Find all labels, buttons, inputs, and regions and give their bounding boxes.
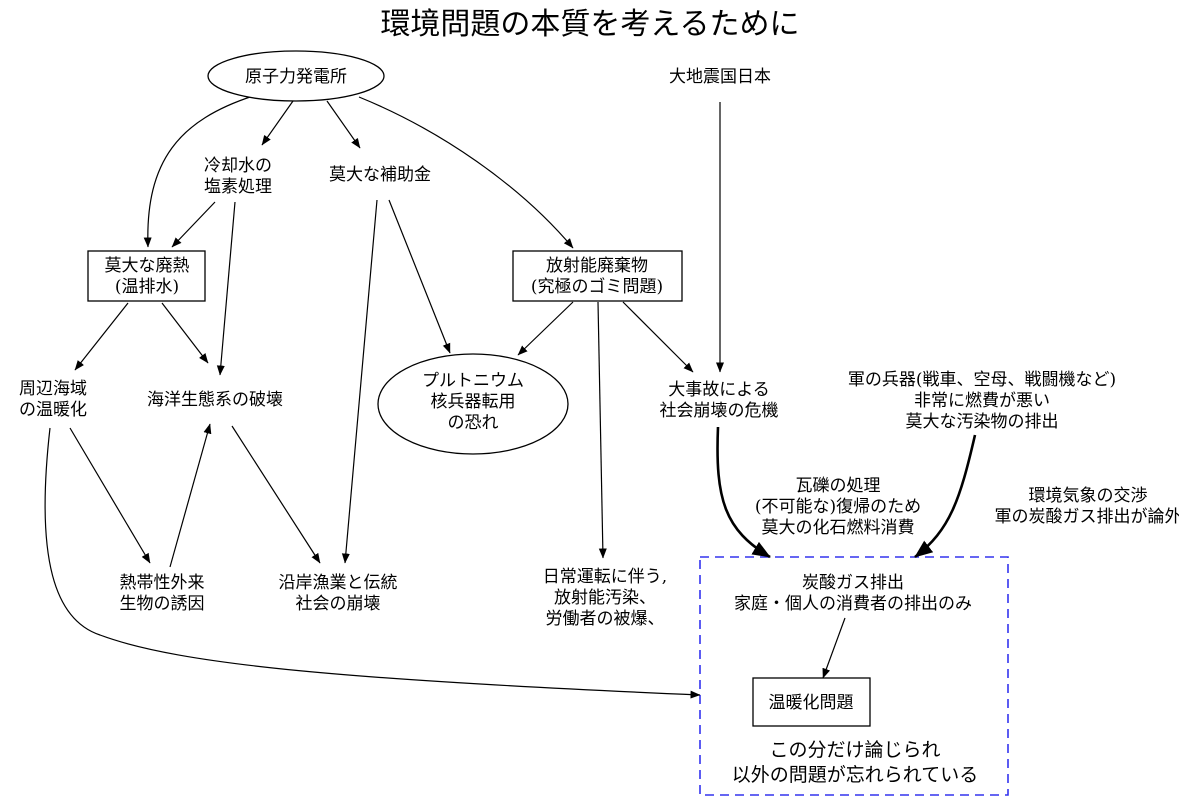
- edge-label-rubble: 瓦礫の処理 (不可能な)復帰のため 莫大の化石燃料消費: [755, 476, 921, 538]
- node-ecosys[interactable]: 海洋生態系の破壊: [147, 390, 283, 410]
- node-tropical-line: 生物の誘因: [120, 594, 205, 614]
- node-pluto[interactable]: プルトニウム 核兵器転用 の恐れ: [422, 371, 524, 433]
- node-pluto-line: 核兵器転用: [431, 392, 516, 412]
- node-pluto-line: の恐れ: [448, 413, 499, 433]
- edge-subsidy-fishery: [341, 199, 378, 564]
- node-daily-line: 放射能汚染、: [554, 588, 656, 608]
- edge-label-rubble-line: (不可能な)復帰のため: [755, 497, 921, 517]
- edge-heat-ecosys: [161, 302, 209, 364]
- node-heat-line: (温排水): [115, 277, 179, 297]
- node-co2-line: 家庭・個人の消費者の排出のみ: [734, 594, 972, 614]
- edges: [44, 95, 977, 699]
- edge-npp-waste: [358, 96, 574, 249]
- node-accident-line: 社会崩壊の危機: [660, 401, 779, 421]
- diagram-title: 環境問題の本質を考えるために: [380, 7, 799, 42]
- node-warming[interactable]: 温暖化問題: [769, 693, 854, 713]
- node-co2[interactable]: 炭酸ガス排出 家庭・個人の消費者の排出のみ: [734, 573, 972, 614]
- edge-label-rubble-line: 莫大の化石燃料消費: [762, 518, 915, 538]
- edge-label-climate-line: 環境気象の交渉: [1029, 486, 1148, 506]
- node-military[interactable]: 軍の兵器(戦車、空母、戦闘機など) 非常に燃費が悪い 莫大な汚染物の排出: [848, 370, 1116, 432]
- node-npp-ellipse: [207, 50, 385, 102]
- node-accident[interactable]: 大事故による 社会崩壊の危機: [660, 380, 779, 421]
- node-ecosys-line: 海洋生態系の破壊: [147, 390, 283, 410]
- edge-label-rubble-line: 瓦礫の処理: [796, 476, 881, 496]
- node-seawarm[interactable]: 周辺海域 の温暖化: [19, 379, 87, 420]
- node-waste-line: (究極のゴミ問題): [531, 276, 663, 297]
- node-daily[interactable]: 日常運転に伴う, 放射能汚染、 労働者の被爆、: [543, 567, 667, 629]
- node-waste-box: [512, 250, 683, 302]
- node-quake[interactable]: 大地震国日本: [669, 67, 771, 87]
- edge-accident-co2: [716, 426, 771, 559]
- node-fishery-line: 社会の崩壊: [296, 594, 381, 614]
- node-co2-line: 炭酸ガス排出: [802, 573, 904, 593]
- node-subsidy-line: 莫大な補助金: [329, 165, 431, 185]
- node-seawarm-line: 周辺海域: [19, 379, 87, 399]
- cluster-label-line: この分だけ論じられ: [769, 739, 940, 761]
- node-fishery-line: 沿岸漁業と伝統: [279, 573, 398, 593]
- node-heat[interactable]: 莫大な廃熱 (温排水): [105, 256, 190, 297]
- edge-waste-daily: [597, 301, 607, 559]
- node-accident-line: 大事故による: [668, 380, 770, 400]
- node-military-line: 軍の兵器(戦車、空母、戦闘機など): [848, 370, 1116, 390]
- node-tropical-line: 熱帯性外来: [120, 573, 205, 593]
- node-seawarm-line: の温暖化: [19, 400, 87, 420]
- edge-cooling-ecosys: [216, 201, 236, 376]
- node-heat-box: [87, 250, 206, 302]
- edge-co2-warming: [822, 617, 846, 679]
- edge-seawarm-warming: [44, 427, 701, 699]
- node-daily-line: 日常運転に伴う,: [543, 567, 667, 587]
- node-fishery[interactable]: 沿岸漁業と伝統 社会の崩壊: [279, 573, 398, 614]
- node-cooling[interactable]: 冷却水の 塩素処理: [204, 156, 272, 197]
- cluster-label: この分だけ論じられ 以外の問題が忘れられている: [732, 739, 978, 786]
- node-subsidy[interactable]: 莫大な補助金: [329, 165, 431, 185]
- edge-tropical-ecosys: [169, 423, 212, 568]
- node-heat-line: 莫大な廃熱: [105, 256, 190, 276]
- node-military-line: 非常に燃費が悪い: [914, 391, 1050, 411]
- edge-npp-cooling: [261, 100, 294, 146]
- node-tropical[interactable]: 熱帯性外来 生物の誘因: [120, 573, 205, 614]
- node-warming-line: 温暖化問題: [769, 693, 854, 713]
- edge-ecosys-fishery: [231, 425, 321, 564]
- edge-npp-heat: [143, 95, 254, 248]
- node-npp-line: 原子力発電所: [245, 67, 347, 87]
- node-waste[interactable]: 放射能廃棄物 (究極のゴミ問題): [531, 256, 663, 297]
- edge-cooling-heat: [171, 201, 216, 248]
- edge-waste-pluto: [517, 301, 574, 356]
- edge-label-climate: 環境気象の交渉 軍の炭酸ガス排出が論外: [995, 486, 1179, 527]
- edge-npp-subsidy: [326, 100, 361, 149]
- node-pluto-ellipse: [377, 353, 569, 455]
- node-cooling-line: 塩素処理: [204, 177, 272, 197]
- cluster-box: [699, 556, 1009, 796]
- node-npp[interactable]: 原子力発電所: [245, 67, 347, 87]
- cluster-label-line: 以外の問題が忘れられている: [732, 764, 978, 786]
- node-daily-line: 労働者の被爆、: [546, 609, 665, 629]
- edge-label-climate-line: 軍の炭酸ガス排出が論外: [995, 507, 1179, 527]
- edge-heat-seawarm: [74, 302, 129, 371]
- node-warming-box: [752, 677, 871, 727]
- node-waste-line: 放射能廃棄物: [546, 256, 648, 276]
- node-cooling-line: 冷却水の: [204, 156, 272, 176]
- node-pluto-line: プルトニウム: [422, 371, 524, 391]
- node-quake-line: 大地震国日本: [669, 67, 771, 87]
- edge-waste-accident: [622, 301, 694, 373]
- edge-subsidy-pluto: [388, 199, 451, 354]
- edge-military-co2: [914, 434, 977, 559]
- edge-seawarm-tropical: [69, 427, 151, 564]
- node-military-line: 莫大な汚染物の排出: [906, 412, 1059, 432]
